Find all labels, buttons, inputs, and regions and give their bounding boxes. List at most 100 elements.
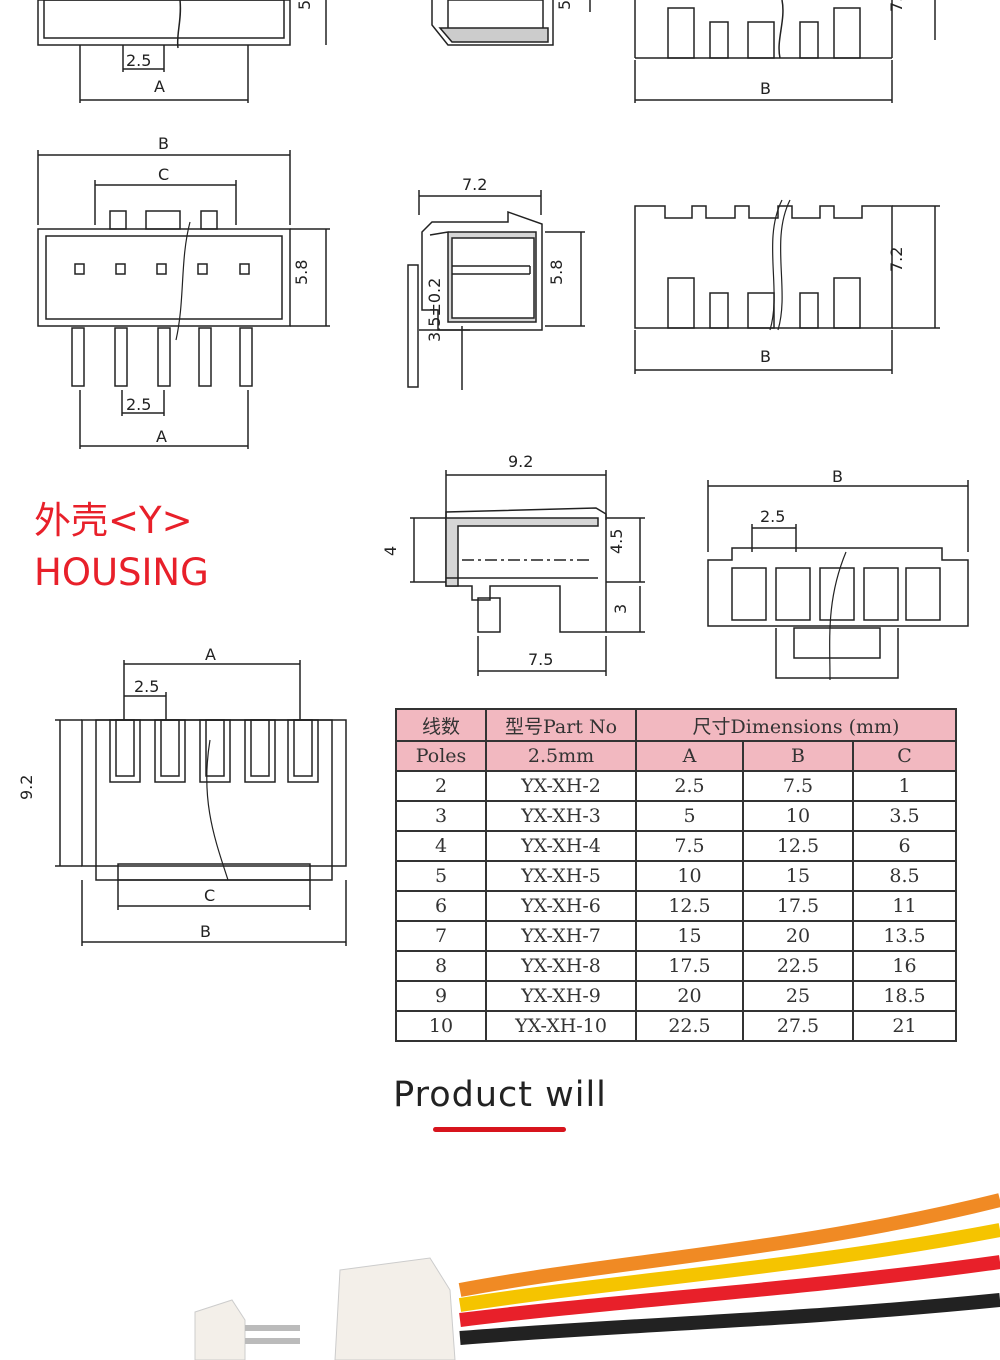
- table-cell: YX-XH-4: [485, 830, 637, 862]
- dim-height-label: 7.2: [887, 247, 906, 272]
- front-view-drawing: [37, 150, 330, 449]
- dim-height-label: 5: [295, 0, 314, 10]
- table-cell: 8: [395, 950, 487, 982]
- table-cell: 22.5: [635, 1010, 744, 1042]
- table-cell: 10: [742, 800, 854, 832]
- dim-height-label: 9.2: [17, 775, 36, 800]
- table-cell: YX-XH-3: [485, 800, 637, 832]
- dim-width-label: A: [156, 427, 167, 446]
- table-cell: 4: [395, 830, 487, 862]
- housing-title-cn: 外壳<Y>: [34, 499, 193, 542]
- table-cell: 6: [852, 830, 957, 862]
- heading-underline: [433, 1127, 566, 1132]
- dim-height-label: 5.8: [547, 260, 566, 285]
- dim-right-height-label: 4.5: [607, 529, 626, 554]
- dim-height-label: 7.: [887, 0, 906, 12]
- table-cell: 9: [395, 980, 487, 1012]
- housing-side-drawing: [410, 470, 645, 676]
- dim-outer-label: B: [200, 922, 211, 941]
- table-cell: YX-XH-9: [485, 980, 637, 1012]
- table-cell: 13.5: [852, 920, 957, 952]
- table-cell: 5: [635, 800, 744, 832]
- table-cell: YX-XH-6: [485, 890, 637, 922]
- table-cell: 16: [852, 950, 957, 982]
- table-cell: 2: [395, 770, 487, 802]
- product-photo: [194, 1193, 1000, 1360]
- table-cell: 22.5: [742, 950, 854, 982]
- poles-subheader: Poles: [395, 740, 487, 772]
- dim-foot-height-label: 3: [611, 604, 630, 614]
- dim-width-label: B: [760, 79, 771, 98]
- col-b-header: B: [742, 740, 854, 772]
- top-right-drawing: [634, 0, 936, 103]
- table-cell: 20: [635, 980, 744, 1012]
- housing-front-drawing: [55, 660, 347, 946]
- table-cell: 11: [852, 890, 957, 922]
- table-cell: 27.5: [742, 1010, 854, 1042]
- table-cell: YX-XH-8: [485, 950, 637, 982]
- table-cell: 1: [852, 770, 957, 802]
- table-header-row: 线数 型号Part No 尺寸Dimensions (mm): [395, 708, 957, 742]
- table-cell: 6: [395, 890, 487, 922]
- housing-title: 外壳<Y> HOUSING: [34, 495, 209, 599]
- table-cell: 5: [395, 860, 487, 892]
- table-cell: 7.5: [635, 830, 744, 862]
- table-cell: YX-XH-5: [485, 860, 637, 892]
- table-cell: 3: [395, 800, 487, 832]
- dim-width-label: B: [760, 347, 771, 366]
- table-cell: 10: [395, 1010, 487, 1042]
- table-cell: 7.5: [742, 770, 854, 802]
- table-cell: 7: [395, 920, 487, 952]
- col-c-header: C: [852, 740, 957, 772]
- dim-pitch-label: 2.5: [126, 395, 151, 414]
- table-cell: YX-XH-10: [485, 1010, 637, 1042]
- table-subheader-row: Poles 2.5mm A B C: [395, 740, 957, 772]
- dim-width-label: A: [154, 77, 165, 96]
- poles-header: 线数: [395, 708, 487, 742]
- table-cell: 12.5: [742, 830, 854, 862]
- housing-title-en: HOUSING: [34, 551, 209, 594]
- table-cell: 15: [635, 920, 744, 952]
- table-cell: 20: [742, 920, 854, 952]
- part-header: 型号Part No: [485, 708, 637, 742]
- dim-pin-label: 3.5±0.2: [425, 278, 444, 342]
- table-cell: 25: [742, 980, 854, 1012]
- table-cell: 17.5: [635, 950, 744, 982]
- table-cell: 12.5: [635, 890, 744, 922]
- dim-depth-label: 7.2: [462, 175, 487, 194]
- dim-inner-label: C: [204, 886, 215, 905]
- dim-left-height-label: 4: [381, 546, 400, 556]
- rear-view-drawing: [634, 199, 940, 374]
- side-view-drawing: [407, 190, 585, 390]
- housing-top-drawing: [707, 480, 969, 681]
- table-cell: 21: [852, 1010, 957, 1042]
- table-cell: YX-XH-7: [485, 920, 637, 952]
- dim-width-label: A: [205, 645, 216, 664]
- dimensions-table: 线数 型号Part No 尺寸Dimensions (mm) Poles 2.5…: [395, 708, 957, 1042]
- top-middle-drawing: [431, 0, 591, 46]
- dim-pitch-label: 2.5: [760, 507, 785, 526]
- dim-inner-label: C: [158, 165, 169, 184]
- table-cell: 10: [635, 860, 744, 892]
- table-cell: 15: [742, 860, 854, 892]
- top-left-drawing: [37, 0, 327, 103]
- col-a-header: A: [635, 740, 744, 772]
- dim-depth-label: 9.2: [508, 452, 533, 471]
- table-cell: 3.5: [852, 800, 957, 832]
- table-cell: 2.5: [635, 770, 744, 802]
- dim-outer-label: B: [158, 134, 169, 153]
- dimensions-header: 尺寸Dimensions (mm): [635, 708, 957, 742]
- dim-pitch-label: 2.5: [134, 677, 159, 696]
- dim-width-label: B: [832, 467, 843, 486]
- product-heading: Product will: [393, 1075, 607, 1115]
